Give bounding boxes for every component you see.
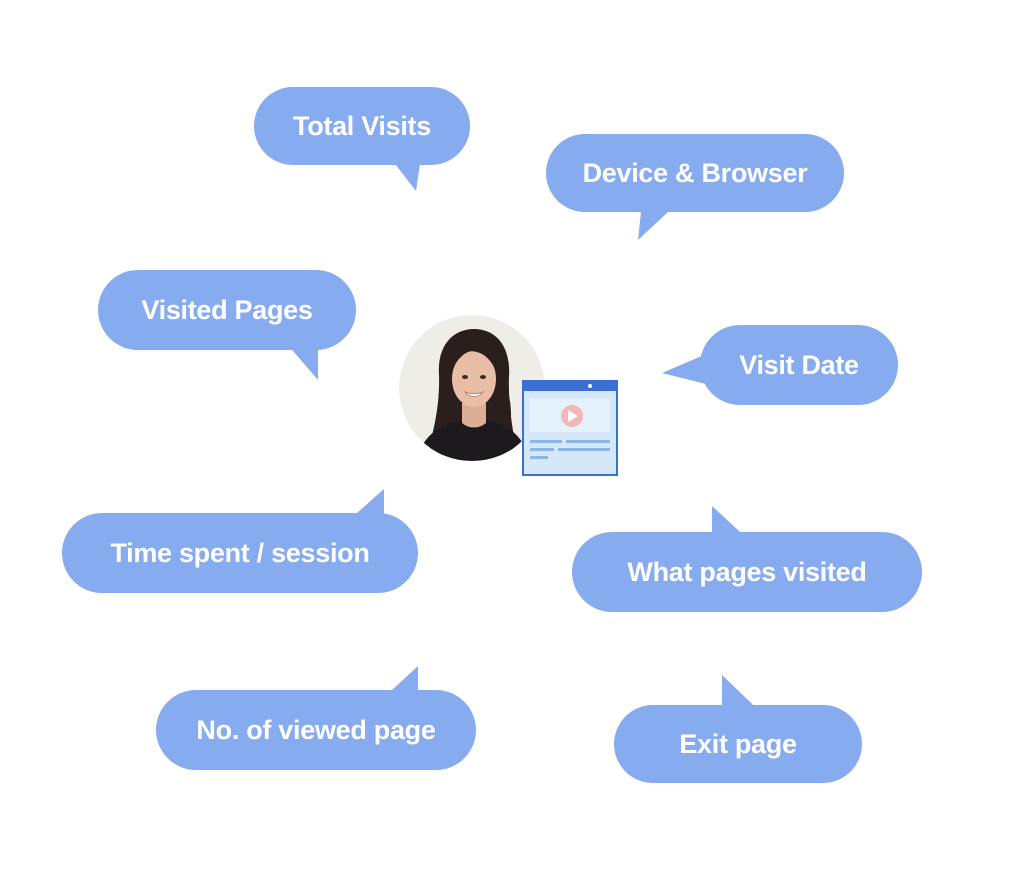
person-illustration [417, 329, 529, 461]
bubble-label: Total Visits [254, 87, 470, 165]
bubble-viewed-pages: No. of viewed page [156, 666, 476, 770]
bubble-label: Device & Browser [546, 134, 844, 212]
user-avatar [399, 315, 545, 461]
bubble-label: What pages visited [572, 532, 922, 612]
bubble-label: Exit page [614, 705, 862, 783]
bubble-label: No. of viewed page [156, 690, 476, 770]
bubble-time-spent: Time spent / session [62, 489, 418, 593]
bubble-visit-date: Visit Date [662, 325, 898, 405]
bubble-label: Visit Date [700, 325, 898, 405]
bubble-exit-page: Exit page [614, 675, 862, 783]
bubble-visited-pages: Visited Pages [98, 270, 356, 380]
bubble-label: Time spent / session [62, 513, 418, 593]
play-icon [561, 405, 583, 427]
bubble-what-pages: What pages visited [572, 506, 922, 612]
bubble-device-browser: Device & Browser [546, 134, 844, 240]
bubble-label: Visited Pages [98, 270, 356, 350]
browser-window-icon [522, 380, 618, 476]
bubble-total-visits: Total Visits [254, 87, 470, 191]
